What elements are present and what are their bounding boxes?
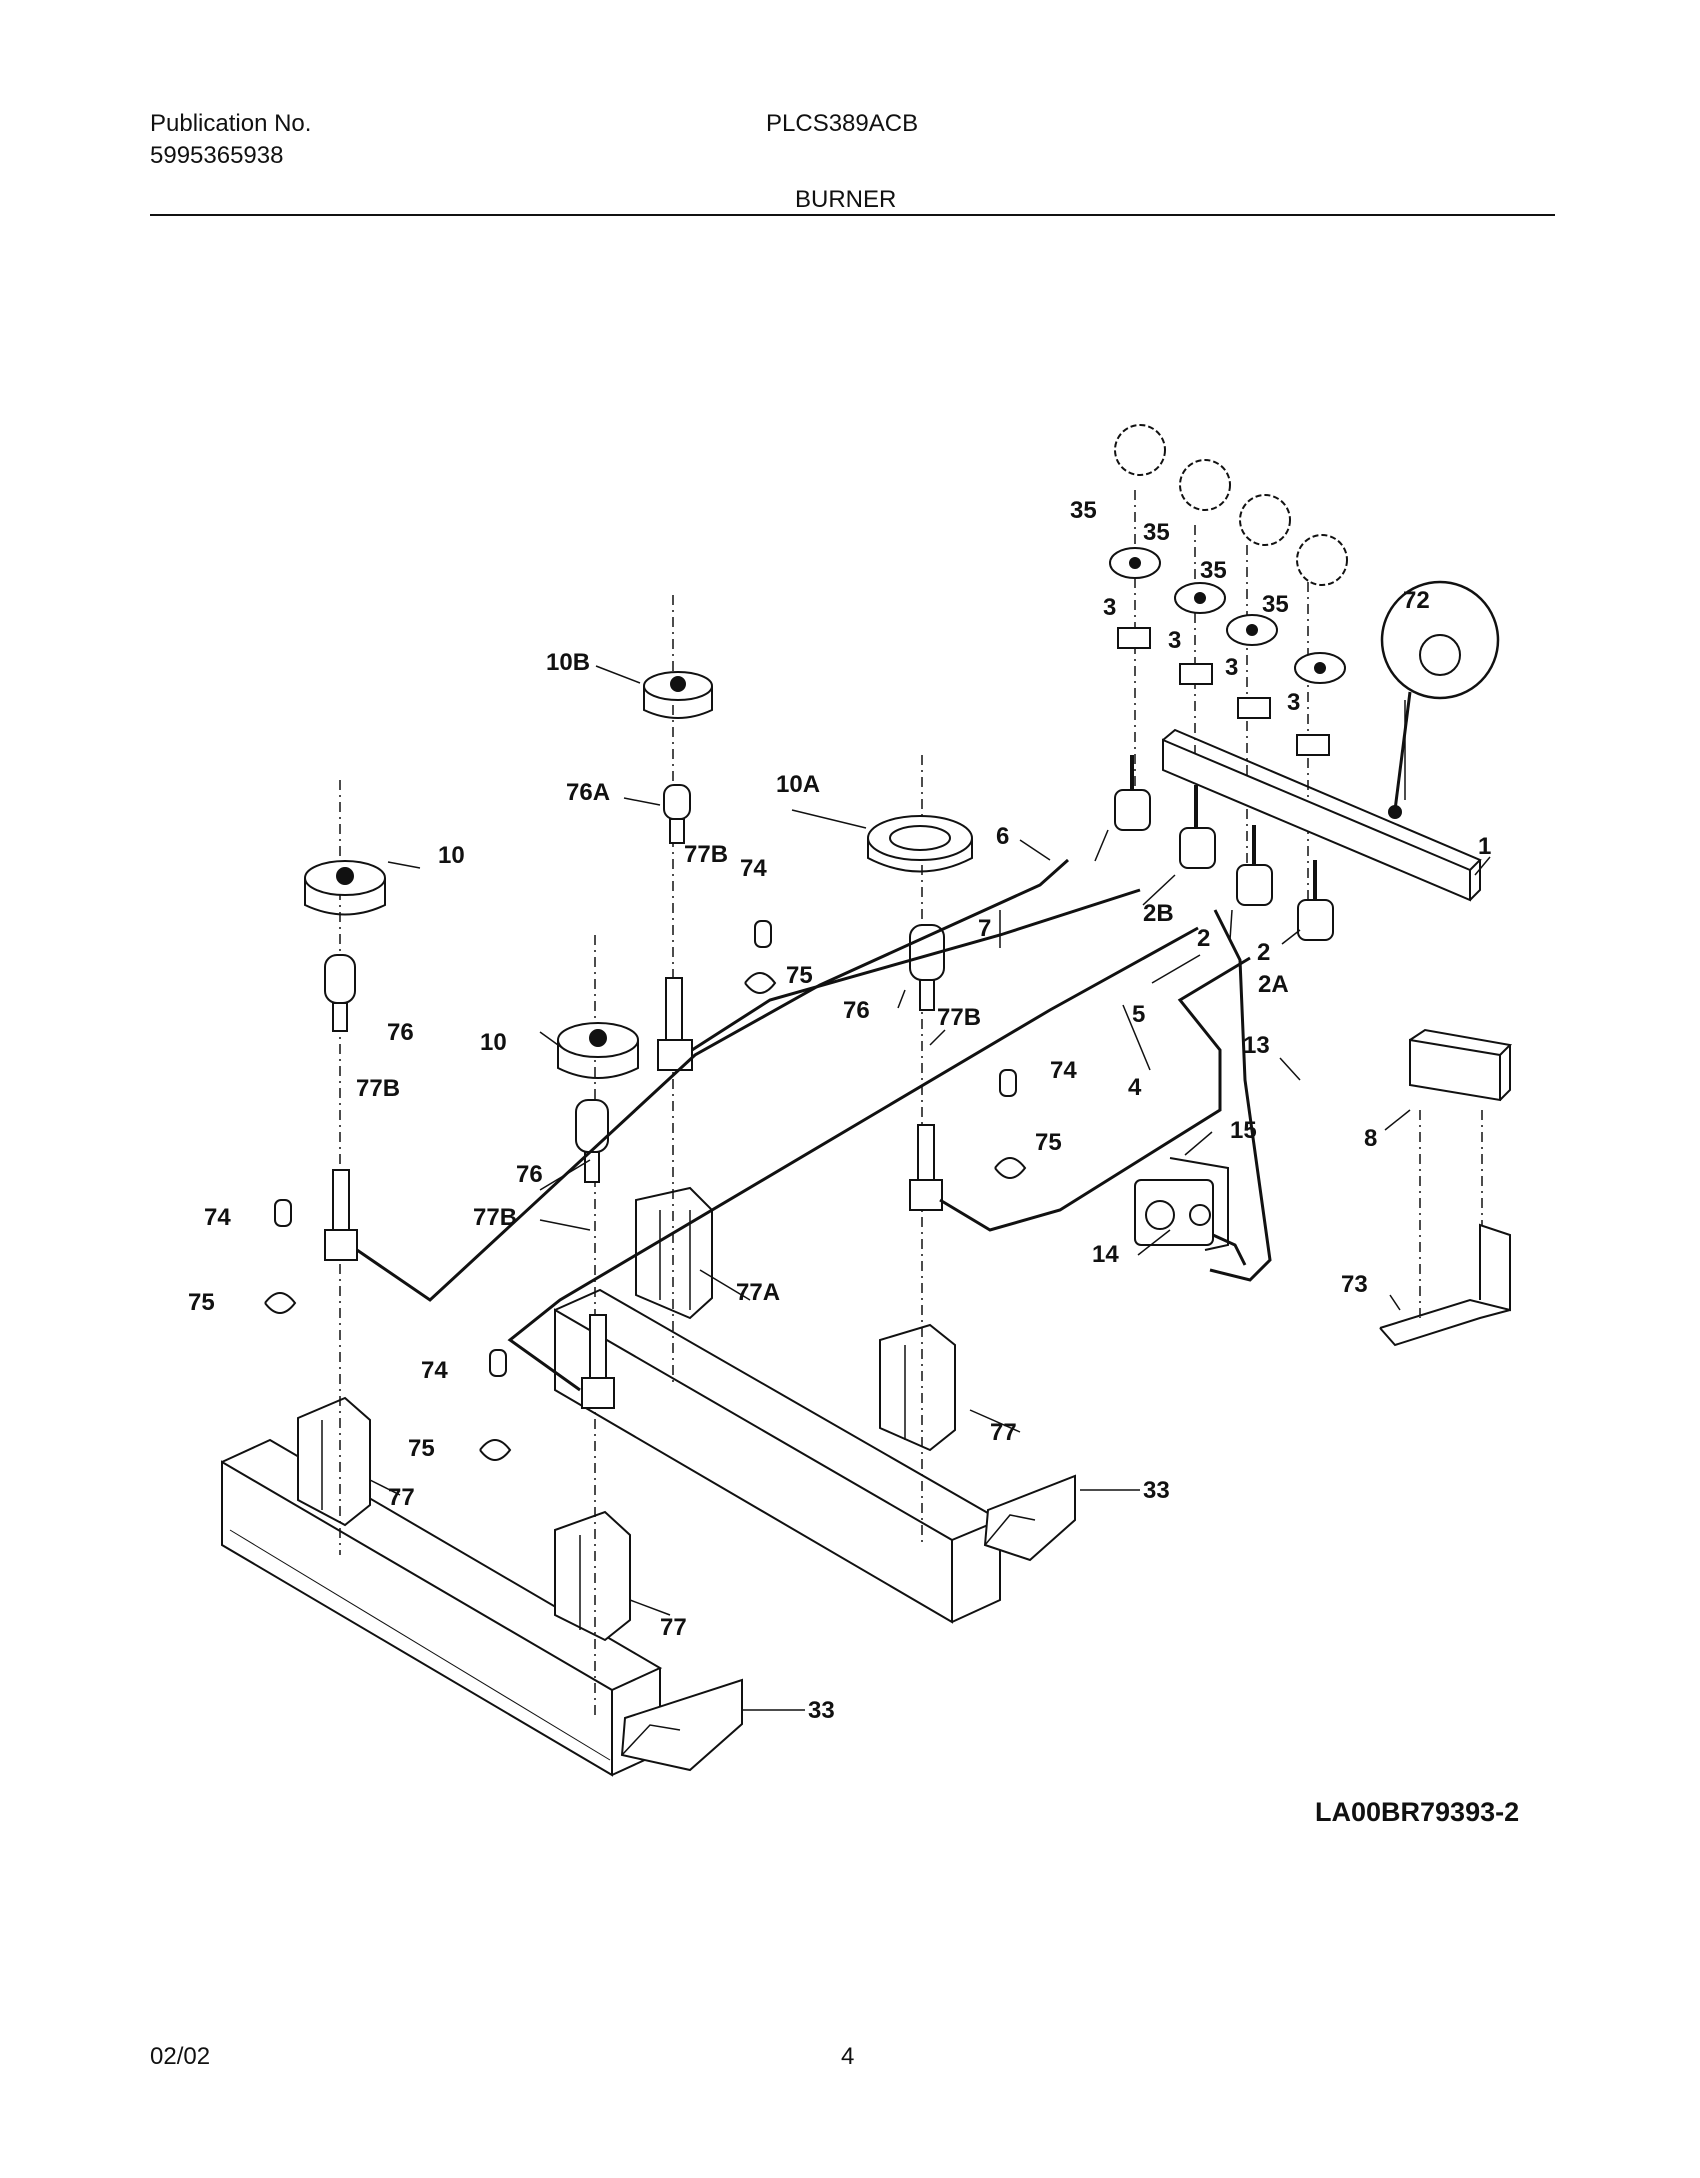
electrodes-74 (274, 920, 1017, 1377)
callout-2-low: 2 (1257, 939, 1270, 966)
callout-75-d: 75 (408, 1435, 435, 1462)
callout-33-upper: 33 (1143, 1477, 1170, 1504)
model-number: PLCS389ACB (766, 110, 919, 137)
callout-10B: 10B (546, 649, 590, 676)
burner-head-10A (867, 815, 973, 873)
callout-74-c: 74 (204, 1204, 231, 1231)
callout-2A: 2A (1258, 971, 1289, 998)
callout-77A: 77A (736, 1279, 780, 1306)
callout-3-c: 3 (1225, 654, 1238, 681)
callout-10A: 10A (776, 771, 820, 798)
burner-box-front (221, 1438, 663, 1777)
support-bracket-77-right (879, 1323, 956, 1452)
end-bracket-33-upper (983, 1474, 1076, 1562)
burner-head-10-left (304, 860, 386, 916)
gas-tubes (356, 858, 1272, 1392)
callout-77B-a: 77B (684, 841, 728, 868)
orifice-holder-76-center (575, 1099, 609, 1183)
orifice-holder-76-left (324, 954, 356, 1032)
callout-35-b: 35 (1143, 519, 1170, 546)
burner-head-10-center (557, 1022, 639, 1079)
regulator-bracket-15 (1169, 1157, 1229, 1251)
diagram-reference-code: LA00BR79393-2 (1315, 1797, 1520, 1827)
callout-77B-d: 77B (473, 1204, 517, 1231)
callout-77-right: 77 (990, 1419, 1017, 1446)
control-knobs (1114, 424, 1348, 586)
callout-35-a: 35 (1070, 497, 1097, 524)
bracket-73 (1379, 1223, 1511, 1347)
support-bracket-77-front (554, 1510, 631, 1642)
callout-77-left: 77 (388, 1484, 415, 1511)
publication-number: 5995365938 (150, 142, 284, 169)
callout-35-c: 35 (1200, 557, 1227, 584)
callout-8: 8 (1364, 1125, 1377, 1152)
burner-tubes (324, 977, 943, 1409)
callout-3-d: 3 (1287, 689, 1300, 716)
orifice-holder-76A (663, 784, 691, 844)
callout-75-a: 75 (786, 962, 813, 989)
spark-module-8 (1409, 1028, 1513, 1102)
end-bracket-33-lower (620, 1678, 743, 1772)
callout-13: 13 (1243, 1032, 1270, 1059)
callout-76-center: 76 (516, 1161, 543, 1188)
callout-75-c: 75 (188, 1289, 215, 1316)
footer-date: 02/02 (150, 2043, 211, 2070)
callout-77B-b: 77B (937, 1004, 981, 1031)
knob-mounts-3 (1117, 627, 1330, 756)
section-title: BURNER (795, 186, 897, 213)
callout-2B: 2B (1143, 900, 1174, 927)
callout-74-b: 74 (1050, 1057, 1077, 1084)
page-number: 4 (841, 2043, 855, 2070)
clips-75 (264, 972, 1027, 1461)
support-bracket-77-left (297, 1396, 371, 1527)
callout-3-a: 3 (1103, 594, 1116, 621)
pressure-regulator-14 (1134, 1179, 1247, 1266)
burner-head-10B (643, 671, 713, 719)
callout-75-b: 75 (1035, 1129, 1062, 1156)
callout-5: 5 (1132, 1001, 1145, 1028)
callout-76A: 76A (566, 779, 610, 806)
callout-4: 4 (1128, 1074, 1142, 1101)
callout-73: 73 (1341, 1271, 1368, 1298)
callout-10-center: 10 (480, 1029, 507, 1056)
support-bracket-77A (635, 1186, 713, 1320)
callout-76-right: 76 (843, 997, 870, 1024)
callout-72: 72 (1403, 587, 1430, 614)
callout-1: 1 (1478, 833, 1491, 860)
manifold-1 (1162, 728, 1482, 902)
callout-7: 7 (978, 915, 991, 942)
callout-35-d: 35 (1262, 591, 1289, 618)
callout-15: 15 (1230, 1117, 1257, 1144)
callout-10-left: 10 (438, 842, 465, 869)
callout-76-left: 76 (387, 1019, 414, 1046)
callout-77B-c: 77B (356, 1075, 400, 1102)
publication-label: Publication No. (150, 110, 312, 137)
callout-3-b: 3 (1168, 627, 1181, 654)
callout-77-front: 77 (660, 1614, 687, 1641)
callout-33-lower: 33 (808, 1697, 835, 1724)
leader-lines (369, 665, 1491, 1711)
callout-74-d: 74 (421, 1357, 448, 1384)
callout-14: 14 (1092, 1241, 1119, 1268)
callout-74-a: 74 (740, 855, 767, 882)
burner-valves (1114, 755, 1334, 941)
spark-switch-72-inset (1380, 580, 1500, 819)
bezels-35 (1109, 547, 1346, 684)
callout-2-mid: 2 (1197, 925, 1210, 952)
callout-labels: 1 2B 2 2 2 2 2 2A 3 3 3 3 4 5 6 7 8 10 1… (188, 497, 1491, 1724)
callout-6: 6 (996, 823, 1009, 850)
header-rule (150, 214, 1555, 216)
